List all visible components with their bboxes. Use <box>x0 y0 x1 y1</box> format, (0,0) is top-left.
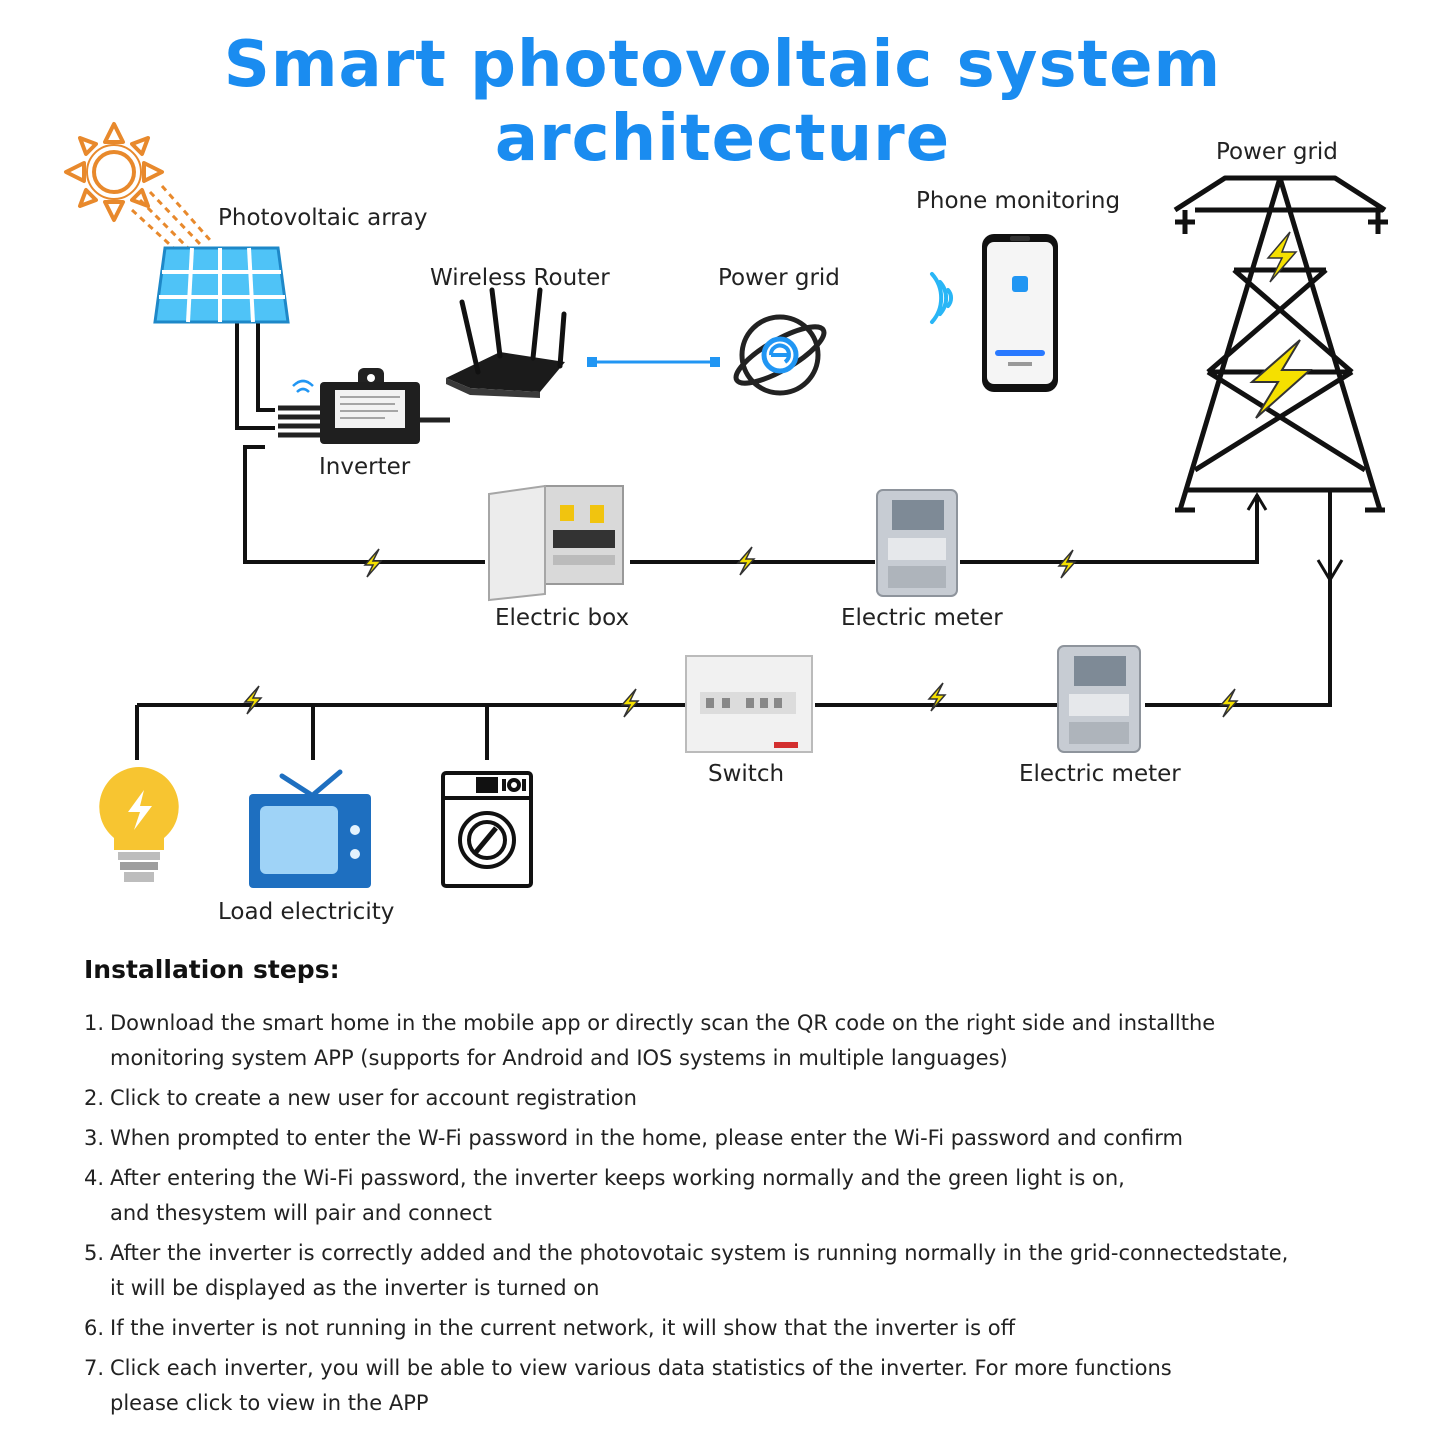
installation-steps-heading: Installation steps: <box>84 955 340 984</box>
step-text: If the inverter is not running in the cu… <box>110 1316 1016 1340</box>
power-grid-tower-label: Power grid <box>1216 139 1338 165</box>
electric-box-icon <box>488 484 624 602</box>
step-text: After entering the Wi-Fi password, the i… <box>110 1166 1125 1190</box>
installation-steps: Installation steps: 1.Download the smart… <box>84 955 1404 1426</box>
tv-icon <box>249 769 371 888</box>
phone-monitoring-label: Phone monitoring <box>916 188 1121 214</box>
network-link <box>587 357 720 367</box>
steps-list: 1.Download the smart home in the mobile … <box>84 1006 1404 1421</box>
switch-label: Switch <box>708 761 785 787</box>
power-grid-cloud-label: Power grid <box>718 265 840 291</box>
step-text-continued: monitoring system APP (supports for Andr… <box>110 1046 1008 1070</box>
step-number: 7. <box>84 1356 105 1380</box>
sun-rays <box>130 185 212 254</box>
step-number: 1. <box>84 1011 105 1035</box>
internet-globe-icon <box>733 314 827 396</box>
step-item: 6.If the inverter is not running in the … <box>84 1311 1404 1346</box>
page-title: Smart photovoltaic system architecture <box>223 28 1222 176</box>
wiring <box>135 322 1344 760</box>
step-text-continued: and thesystem will pair and connect <box>110 1201 492 1225</box>
step-text: Click each inverter, you will be able to… <box>110 1356 1172 1380</box>
step-item: 5.After the inverter is correctly added … <box>84 1236 1404 1306</box>
inverter-label: Inverter <box>319 454 411 480</box>
step-number: 2. <box>84 1086 105 1110</box>
tower-lightning-icon <box>1249 231 1313 419</box>
step-text: After the inverter is correctly added an… <box>110 1241 1289 1265</box>
step-number: 6. <box>84 1316 105 1340</box>
solar-panel-icon <box>153 246 290 324</box>
electric-meter-icon <box>1057 645 1141 753</box>
washing-machine-icon <box>441 771 533 888</box>
light-bulb-icon <box>99 767 179 882</box>
smartphone-icon <box>930 234 1058 392</box>
inverter-icon <box>278 368 450 444</box>
electric-meter-top-label: Electric meter <box>841 605 1003 631</box>
step-item: 1.Download the smart home in the mobile … <box>84 1006 1404 1076</box>
step-item: 7.Click each inverter, you will be able … <box>84 1351 1404 1421</box>
electric-box-label: Electric box <box>495 605 630 631</box>
architecture-diagram <box>64 122 1388 888</box>
step-number: 4. <box>84 1166 105 1190</box>
step-number: 5. <box>84 1241 105 1265</box>
load-electricity-label: Load electricity <box>218 899 395 925</box>
switch-panel-icon <box>685 655 813 753</box>
wireless-router-label: Wireless Router <box>430 265 610 291</box>
step-item: 3.When prompted to enter the W-Fi passwo… <box>84 1121 1404 1156</box>
step-item: 2.Click to create a new user for account… <box>84 1081 1404 1116</box>
step-text-continued: it will be displayed as the inverter is … <box>110 1276 600 1300</box>
electric-meter-bottom-label: Electric meter <box>1019 761 1181 787</box>
photovoltaic-array-label: Photovoltaic array <box>218 205 428 231</box>
step-text: Click to create a new user for account r… <box>110 1086 637 1110</box>
wireless-router-icon <box>446 287 567 398</box>
step-text: When prompted to enter the W-Fi password… <box>110 1126 1183 1150</box>
step-text-continued: please click to view in the APP <box>110 1391 429 1415</box>
step-text: Download the smart home in the mobile ap… <box>110 1011 1216 1035</box>
power-tower-icon <box>1173 175 1388 513</box>
step-item: 4.After entering the Wi-Fi password, the… <box>84 1161 1404 1231</box>
electric-meter-icon <box>876 489 958 597</box>
sun-icon <box>64 122 164 222</box>
step-number: 3. <box>84 1126 105 1150</box>
